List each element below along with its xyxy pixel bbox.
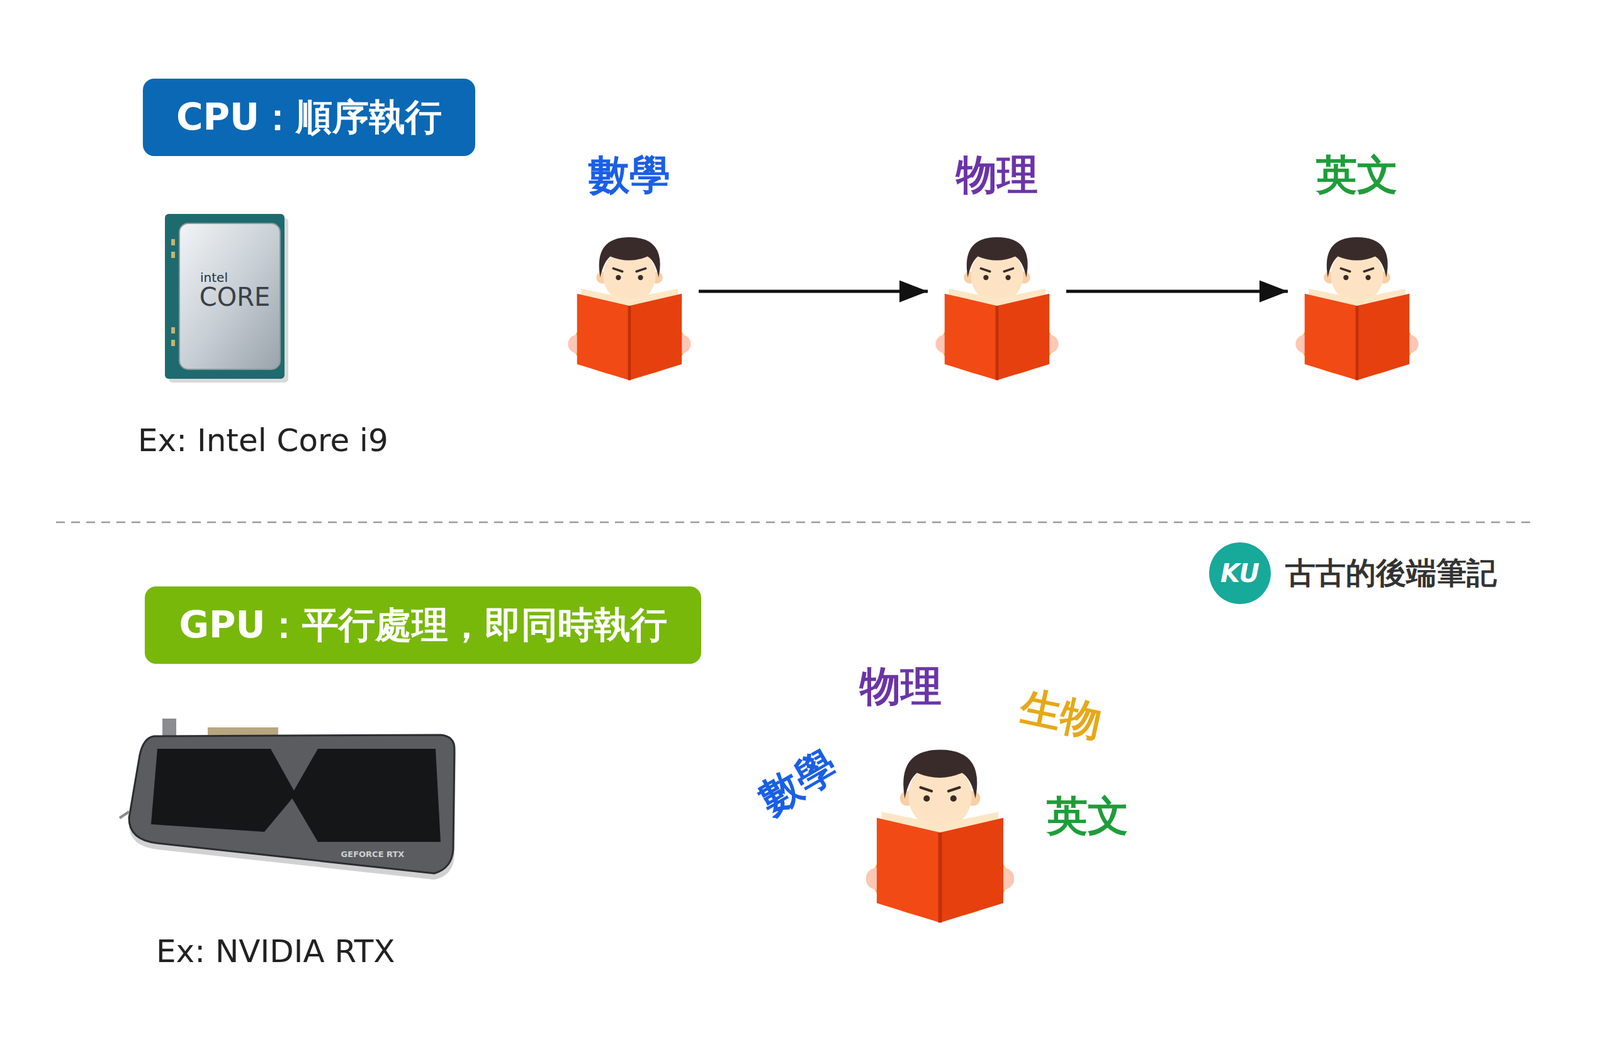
subject-label: 物理: [934, 150, 1060, 200]
reader-figure: [935, 229, 1059, 384]
title-pill: GPU：平行處理，即同時執行: [144, 586, 702, 665]
subject-label: 英文: [1294, 150, 1420, 200]
reader-figure: [567, 237, 691, 381]
reader-figure: [567, 229, 692, 384]
logo-circle: [1209, 542, 1271, 605]
logo-text: KU: [1220, 558, 1260, 589]
title-pill: CPU：順序執行: [142, 78, 476, 157]
example-caption: Ex: NVIDIA RTX: [156, 932, 396, 971]
reader-node: 英文: [1294, 147, 1420, 384]
subject-label: 數學: [566, 150, 693, 200]
watermark: 古古的後端筆記: [1285, 555, 1497, 592]
flow-arrow: [1066, 290, 1288, 294]
pill-text: CPU：順序執行: [176, 93, 442, 143]
example-caption: Ex: Intel Core i9: [137, 421, 389, 460]
reader-figure: [1295, 229, 1419, 384]
dashed-divider: [56, 521, 1531, 524]
reader-figure: [935, 237, 1059, 381]
reader-figure: [1295, 237, 1419, 381]
reader-node: 物理: [934, 147, 1060, 384]
brand-text: CORE: [199, 281, 271, 313]
pill-text: GPU：平行處理，即同時執行: [178, 601, 667, 651]
subject-label: 物理: [859, 662, 942, 712]
flow-arrow: [698, 290, 928, 294]
subject-label: 數學: [750, 740, 846, 825]
reader-node: 數學: [566, 147, 693, 384]
gpu-card: [119, 718, 456, 880]
reader-figure: [866, 750, 1015, 924]
subject-label: 生物: [1015, 681, 1106, 747]
brand-text: GEFORCE RTX: [341, 849, 405, 860]
cpu-chip: [164, 214, 289, 383]
subject-label: 英文: [1046, 791, 1129, 841]
